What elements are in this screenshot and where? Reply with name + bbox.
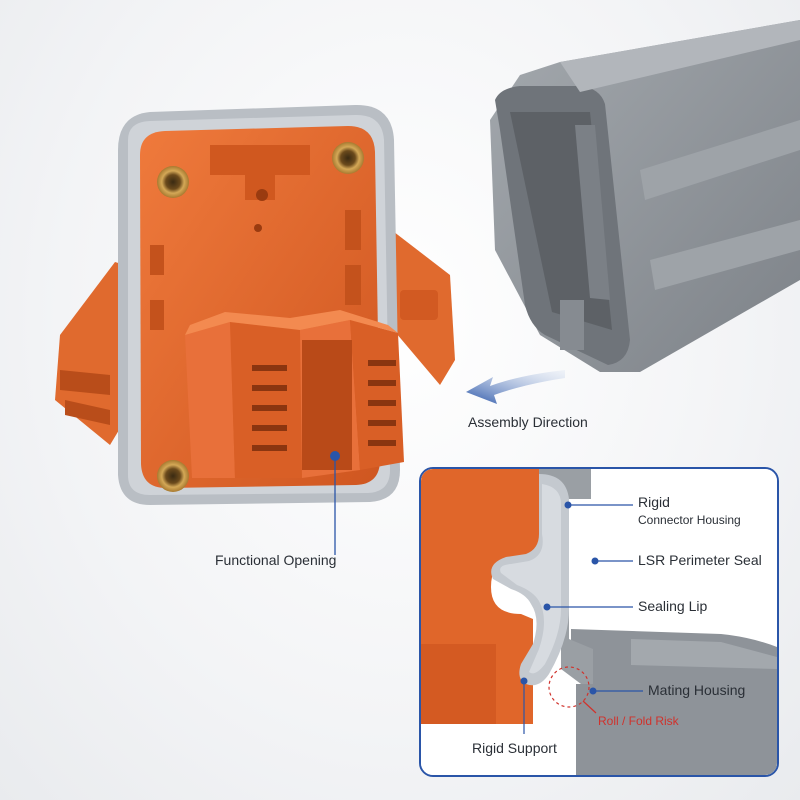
cross-section-svg — [421, 469, 777, 775]
mating-housing-3d — [490, 20, 800, 372]
assembly-direction-label: Assembly Direction — [468, 414, 588, 430]
cross-section-inset — [419, 467, 779, 777]
functional-opening-label: Functional Opening — [215, 552, 337, 568]
orange-connector-3d — [55, 104, 455, 506]
roll-fold-risk-label: Roll / Fold Risk — [598, 714, 679, 728]
assembly-arrow-icon — [466, 370, 565, 404]
rigid-label: Rigid — [638, 494, 670, 510]
rigid-support-label: Rigid Support — [472, 740, 557, 756]
sealing-lip-label: Sealing Lip — [638, 598, 708, 614]
mating-housing-label: Mating Housing — [648, 682, 746, 698]
connector-housing-label: Connector Housing — [638, 513, 741, 527]
lsr-perimeter-seal-label: LSR Perimeter Seal — [638, 552, 762, 568]
